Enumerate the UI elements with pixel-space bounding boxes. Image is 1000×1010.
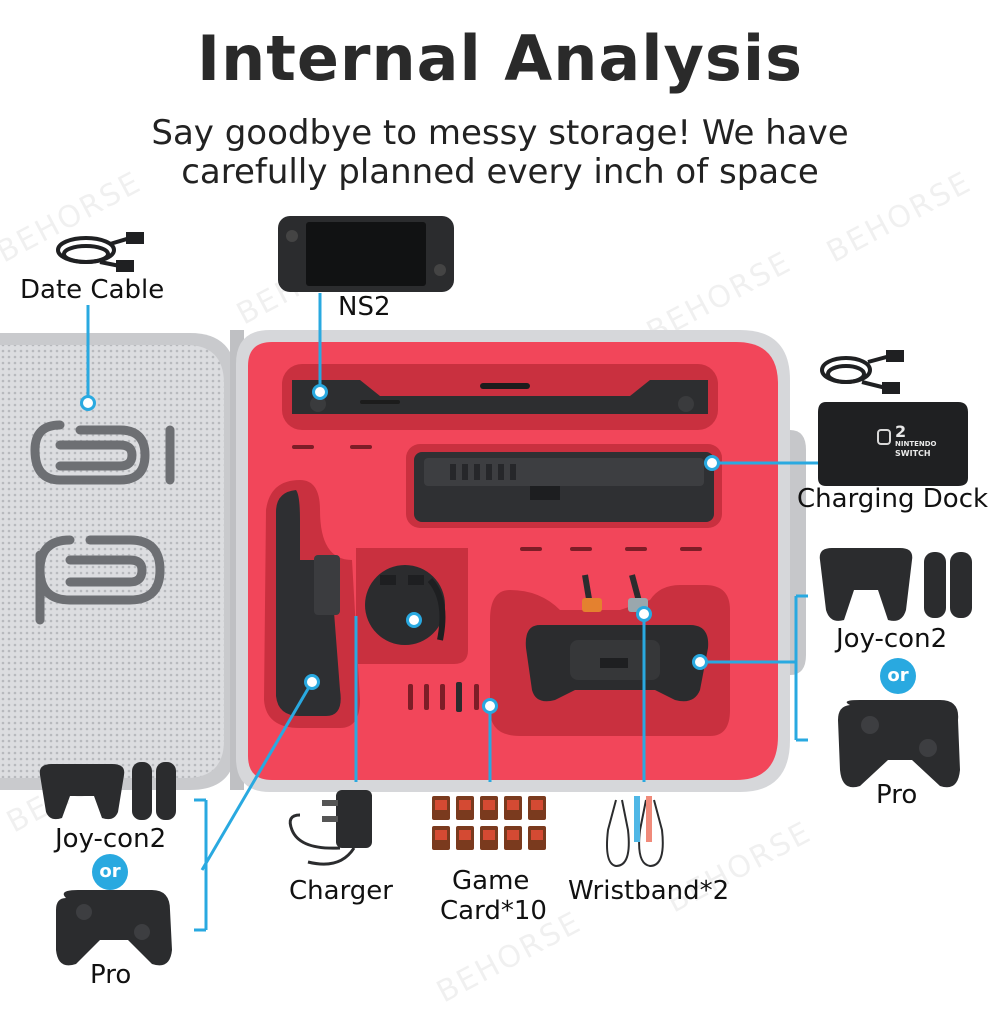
label-ns2: NS2 [338, 292, 391, 322]
game-card-slots [408, 682, 479, 712]
callout-dot-game-card [482, 698, 498, 714]
callout-dot-wristband [636, 606, 652, 622]
charging-dock-image [818, 402, 968, 486]
subtitle-line-1: Say goodbye to messy storage! We have [151, 113, 849, 153]
callout-dot-charger [406, 612, 422, 628]
label-charging-dock: Charging Dock [797, 484, 989, 514]
pro-controller-image-left [56, 890, 172, 966]
label-joycon-right: Joy-con2 [836, 624, 948, 654]
grip-compartment [264, 480, 360, 728]
joycon-grip-image-left [39, 762, 176, 820]
controller-compartment [490, 574, 730, 736]
callout-dot-ns2 [312, 384, 328, 400]
case-lid [0, 333, 236, 790]
foam-slits [292, 445, 702, 551]
console-compartment [282, 364, 718, 430]
dock-logo-brand: NINTENDO [895, 440, 937, 448]
callout-dot-joycon-right [692, 654, 708, 670]
cable-image-top-left [56, 232, 144, 272]
label-wristband: Wristband*2 [568, 876, 730, 906]
or-badge-right: or [880, 658, 916, 694]
page-title: Internal Analysis [197, 22, 803, 95]
cable-in-mesh [30, 420, 175, 625]
leader-lines [86, 293, 818, 932]
cable-image-top-right [820, 350, 904, 394]
label-pro-right: Pro [876, 780, 918, 810]
charger-image [288, 790, 372, 866]
label-charger: Charger [289, 876, 393, 906]
game-cards-image [432, 796, 546, 850]
pro-controller-image-right [838, 700, 960, 788]
wristband-image [606, 796, 664, 868]
dock-compartment [406, 444, 722, 528]
ns2-console-image [278, 216, 454, 292]
label-date-cable: Date Cable [20, 275, 165, 305]
dock-logo-product: SWITCH [895, 449, 931, 458]
callout-dot-charging-dock [704, 455, 720, 471]
label-game-card-line-2: Card*10 [440, 896, 547, 926]
joycon-grip-image-right [819, 548, 972, 621]
callout-dot-date-cable [80, 395, 96, 411]
charger-compartment [356, 548, 468, 664]
or-badge-left: or [92, 854, 128, 890]
label-pro-left: Pro [90, 960, 132, 990]
label-joycon-left: Joy-con2 [55, 824, 167, 854]
dock-logo-number: 2 [895, 422, 907, 441]
dock-logo: 2 NINTENDO SWITCH [895, 422, 955, 459]
subtitle-line-2: carefully planned every inch of space [181, 152, 819, 192]
label-game-card-line-1: Game [452, 866, 530, 896]
callout-dot-joycon-left [304, 674, 320, 690]
